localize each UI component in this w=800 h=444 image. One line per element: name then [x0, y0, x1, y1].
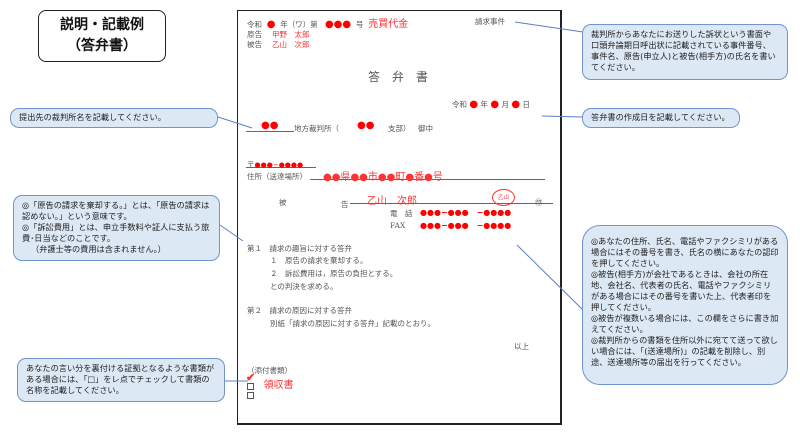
check-mark-icon: ✔ [246, 371, 256, 384]
tel-value: ●●●−●●● −●●●● [420, 208, 512, 217]
connector-case [514, 21, 584, 33]
meaning-item: ◎「訴訟費用」とは、申立手数料や証人に支払う旅費･日当などのことです。 [22, 222, 210, 243]
title-line1: 説明・記載例 [60, 17, 144, 33]
defendant-note: ◎被告が複数いる場合には、この欄をさらに書き加えてください。 [591, 313, 779, 334]
callout-defendant: ◎あなたの住所、氏名、電話やファクシミリがある場合にはその番号を書き、氏名の横に… [582, 225, 788, 385]
meaning-item: ◎「原告の請求を棄却する。」とは、「原告の請求は認めない。」という意味です。 [22, 200, 210, 221]
callout-date: 答弁書の作成日を記載してください。 [582, 108, 740, 128]
addressee: 御中 [418, 124, 433, 133]
callout-case-info: 裁判所からあなたにお送りした訴状という書面や口頭弁論期日呼出状に記載されている事… [582, 24, 788, 80]
attachment-item-empty [247, 390, 254, 399]
address-label: 住所（送達場所） [247, 172, 307, 181]
section1-item1: １ 原告の請求を棄却する。 [270, 256, 368, 265]
connector-defendant [516, 244, 584, 311]
section1-item2: ２ 訴訟費用は，原告の負担とする。 [270, 269, 398, 278]
seal-mark: ㊞ [535, 198, 543, 207]
postal-code: 〒●●●−●●●● [247, 160, 304, 169]
title-box: 説明・記載例 （答弁書） [38, 10, 166, 62]
answer-document [237, 10, 562, 425]
end-mark: 以上 [514, 342, 529, 351]
attachments-label: （添付書類） [247, 366, 292, 375]
creation-date: 令和 ● 年 ● 月 ● 日 [452, 99, 531, 110]
branch-label: 支部） [388, 124, 411, 133]
section2-title: 第２ 請求の原因に対する答弁 [247, 306, 352, 315]
fax-label: FAX [390, 221, 406, 230]
address-value: ●●県●●市●●町●番●号 [323, 172, 443, 183]
plaintiff-label: 原告 [247, 30, 262, 39]
callout-evidence: あなたの言い分を裏付ける証拠となるような書類がある場合には、「□」をレ点でチェッ… [17, 358, 225, 402]
attachment-item: ✔ 領収書 [246, 371, 294, 391]
defendant-label: 被告 [247, 40, 262, 49]
attachment-checkbox[interactable] [247, 391, 254, 399]
connector-meaning [219, 224, 244, 242]
defendant-label-1: 被 [279, 198, 287, 207]
defendant-name: 乙山 次郎 [272, 40, 310, 49]
section1-title: 第１ 請求の趣旨に対する答弁 [247, 244, 352, 253]
court-branch: ●● [357, 120, 375, 131]
meaning-note: （弁護士等の費用は含まれません。） [31, 244, 166, 254]
court-underline [246, 120, 294, 132]
defendant-underline [350, 192, 553, 204]
court-label: 地方裁判所（ [294, 124, 339, 133]
connector-court [217, 116, 253, 129]
section1-close: との判決を求める。 [270, 282, 338, 291]
connector-date [541, 115, 584, 118]
defendant-label-2: 告 [341, 200, 349, 209]
document-heading: 答 弁 書 [368, 70, 429, 84]
section2-body: 別紙「請求の原因に対する答弁」記載のとおり。 [270, 319, 435, 328]
seal-stamp: 乙山 [492, 189, 515, 206]
fax-value: ●●●−●●● −●●●● [420, 221, 512, 230]
case-suffix: 請求事件 [475, 17, 505, 26]
court-name: ●● [261, 120, 279, 131]
case-number-line: 令和 ● 年（ワ）第 ●●● 号 売買代金 [247, 19, 409, 30]
defendant-note: ◎あなたの住所、氏名、電話やファクシミリがある場合にはその番号を書き、氏名の横に… [591, 236, 779, 268]
defendant-note: ◎裁判所からの書類を住所以外に宛てて送って欲しい場合には、「(送達場所)」の記載… [591, 335, 778, 367]
callout-meaning: ◎「原告の請求を棄却する。」とは、「原告の請求は認めない。」という意味です。 ◎… [13, 195, 220, 261]
tel-label: 電 話 [390, 209, 413, 218]
plaintiff-name: 甲野 太郎 [272, 30, 310, 39]
title-line2: （答弁書） [67, 38, 137, 54]
defendant-name-entry: 乙山 次郎 [367, 196, 417, 207]
callout-court: 提出先の裁判所名を記載してください。 [10, 108, 218, 128]
defendant-note: ◎被告(相手方)が会社であるときは、会社の所在地、会社名、代表者の氏名、電話やフ… [591, 269, 772, 312]
postal-underline [246, 158, 316, 168]
address-underline [310, 168, 545, 180]
